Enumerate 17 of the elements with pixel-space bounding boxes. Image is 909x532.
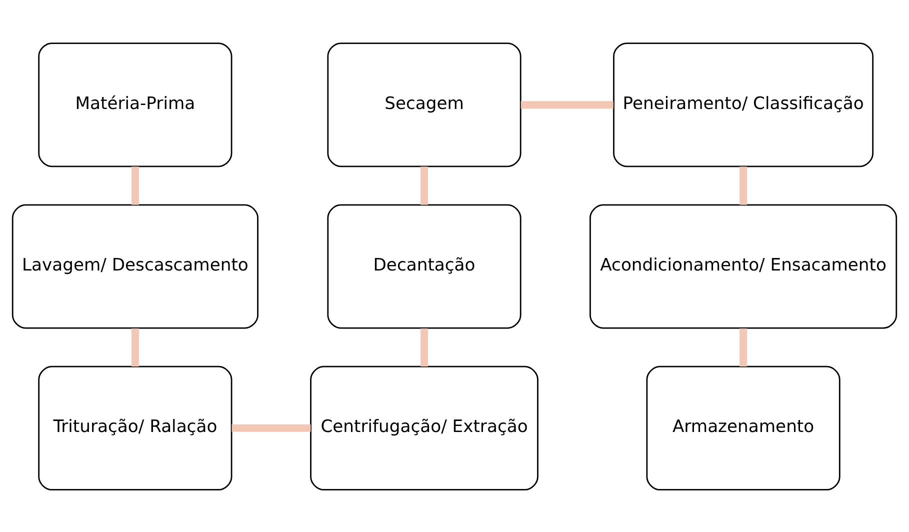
connector xyxy=(420,328,428,366)
connector xyxy=(420,166,428,204)
node-box: Matéria-Prima xyxy=(38,42,232,167)
connector xyxy=(232,424,311,432)
connector xyxy=(520,100,614,108)
node-box: Trituração/ Ralação xyxy=(38,365,232,490)
node-box: Armazenamento xyxy=(646,365,840,490)
node-box: Secagem xyxy=(327,42,522,167)
node-box: Acondicionamento/ Ensacamento xyxy=(590,204,898,328)
node-box: Centrifugação/ Extração xyxy=(310,365,538,490)
connector xyxy=(131,328,139,366)
connector xyxy=(740,166,748,204)
node-box: Lavagem/ Descascamento xyxy=(12,204,258,328)
connector xyxy=(740,328,748,366)
node-box: Peneiramento/ Classificação xyxy=(613,42,874,167)
connector xyxy=(131,166,139,204)
node-box: Decantação xyxy=(327,204,522,328)
